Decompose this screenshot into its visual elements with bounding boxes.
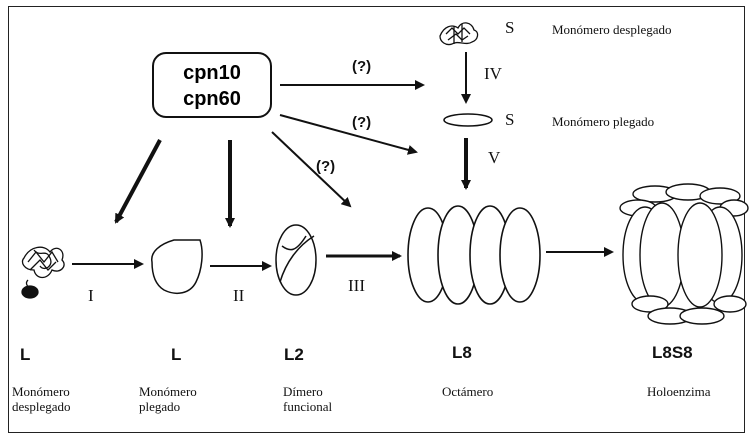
chaperonin-cpn60-label: cpn60 — [154, 86, 270, 112]
folded-S-letter: S — [505, 110, 514, 130]
folded-S-description: Monómero plegado — [552, 114, 654, 129]
unfolded-S-letter: S — [505, 18, 514, 38]
holoenzyme-L8S8-shape — [620, 184, 748, 324]
dimer-L2-shape — [276, 225, 316, 295]
stage-code-label: L2 — [284, 345, 304, 365]
folded-L-monomer-shape — [152, 240, 202, 293]
stage-description: Holoenzima — [647, 384, 711, 399]
chaperonin-cpn10-label: cpn10 — [154, 60, 270, 86]
arrow-box-to-unfolded-L — [116, 140, 160, 222]
question-mark-label: (?) — [316, 158, 335, 175]
stage-code-label: L8 — [452, 343, 472, 363]
unfolded-L-monomer-shape — [22, 247, 64, 298]
folded-S-monomer-shape — [444, 114, 492, 126]
octamer-L8-shape — [408, 206, 540, 304]
unfolded-S-monomer-shape — [440, 23, 478, 45]
question-mark-label: (?) — [352, 58, 371, 75]
step-I-label: I — [88, 286, 94, 306]
chaperonin-box: cpn10 cpn60 — [152, 52, 272, 118]
stage-description: Octámero — [442, 384, 493, 399]
step-III-label: III — [348, 276, 365, 296]
step-V-label: V — [488, 148, 500, 168]
stage-code-label: L8S8 — [652, 343, 693, 363]
step-IV-label: IV — [484, 64, 502, 84]
step-II-label: II — [233, 286, 244, 306]
stage-code-label: L — [171, 345, 181, 365]
unfolded-S-description: Monómero desplegado — [552, 22, 672, 37]
stage-code-label: L — [20, 345, 30, 365]
arrow-box-to-octamer — [280, 115, 416, 152]
arrow-box-to-dimer — [272, 132, 350, 206]
question-mark-label: (?) — [352, 114, 371, 131]
